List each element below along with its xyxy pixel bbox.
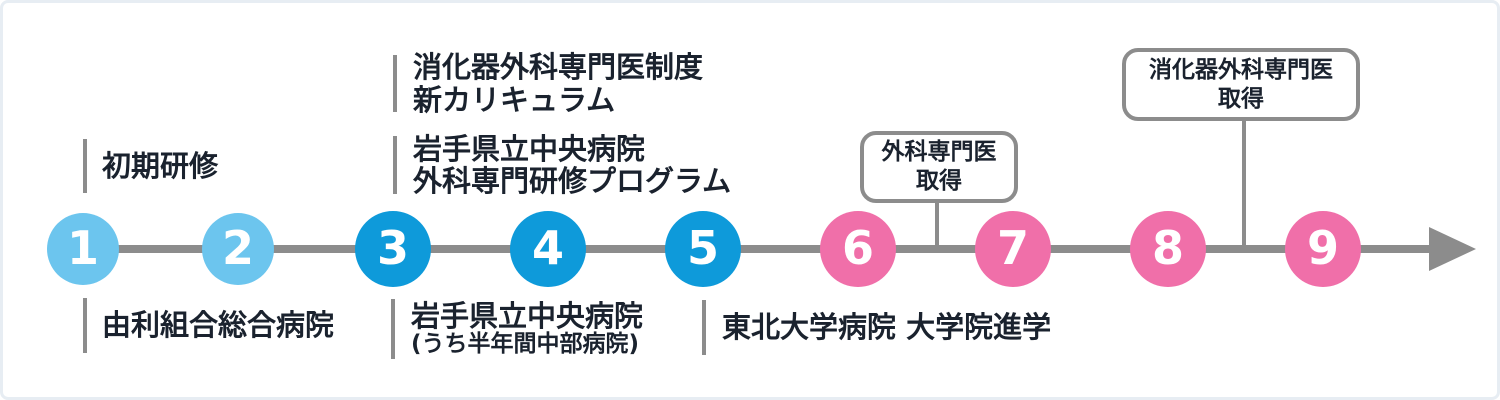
label-tohoku-university: 東北大学病院 大学院進学 <box>722 300 1051 355</box>
label-line: 岩手県立中央病院 <box>411 298 644 333</box>
timeline-node-7: 7 <box>975 211 1051 287</box>
label-line: 東北大学病院 大学院進学 <box>722 310 1052 345</box>
label-line: 外科専門研修プログラム <box>413 164 732 198</box>
label-line: 新カリキュラム <box>413 82 616 117</box>
callout-connector-surgery-specialist-acquired <box>935 201 939 249</box>
label-iwate-chubu-hospital: 岩手県立中央病院(うち半年間中部病院) <box>411 299 643 359</box>
timeline-node-9: 9 <box>1285 211 1361 287</box>
label-iwate-surgery-program: 岩手県立中央病院外科専門研修プログラム <box>413 131 732 198</box>
node-number: 7 <box>996 221 1029 275</box>
callout-connector-digestive-surgery-specialist-acquired <box>1242 119 1246 249</box>
label-line: 消化器外科専門医制度 <box>413 50 704 85</box>
timeline-node-4: 4 <box>510 211 586 287</box>
timeline-node-1: 1 <box>47 213 119 285</box>
node-number: 8 <box>1151 221 1184 275</box>
tick-digestive-specialty-system <box>393 55 397 112</box>
callout-line: 消化器外科専門医 <box>1149 56 1333 83</box>
tick-iwate-chubu-hospital <box>391 299 395 359</box>
timeline-node-2: 2 <box>202 213 274 285</box>
node-number: 6 <box>841 221 874 275</box>
label-line: 岩手県立中央病院 <box>413 131 646 166</box>
timeline-axis-line <box>65 245 1431 253</box>
tick-tohoku-university <box>702 300 706 355</box>
callout-line: 取得 <box>1218 85 1264 112</box>
tick-iwate-surgery-program <box>393 136 397 194</box>
label-yuri-hospital: 由利組合総合病院 <box>102 298 334 353</box>
node-number: 1 <box>66 221 99 275</box>
node-number: 9 <box>1306 221 1339 275</box>
node-number: 3 <box>376 221 409 275</box>
label-line: 由利組合総合病院 <box>102 308 335 343</box>
node-number: 2 <box>221 221 254 275</box>
callout-surgery-specialist-acquired: 外科専門医取得 <box>860 131 1018 203</box>
timeline-node-6: 6 <box>820 211 896 287</box>
tick-initial-training <box>83 139 87 193</box>
label-line: 初期研修 <box>102 148 219 183</box>
timeline-node-8: 8 <box>1130 211 1206 287</box>
callout-line: 取得 <box>916 168 962 194</box>
timeline-node-3: 3 <box>355 211 431 287</box>
callout-digestive-surgery-specialist-acquired: 消化器外科専門医取得 <box>1122 48 1360 121</box>
label-initial-training: 初期研修 <box>102 139 218 193</box>
timeline-arrow-icon <box>1429 227 1476 271</box>
node-number: 4 <box>531 221 564 275</box>
label-digestive-specialty-system: 消化器外科専門医制度新カリキュラム <box>413 51 703 116</box>
node-number: 5 <box>686 221 719 275</box>
tick-yuri-hospital <box>83 298 87 353</box>
label-line: (うち半年間中部病院) <box>411 331 640 358</box>
callout-line: 外科専門医 <box>881 139 997 166</box>
timeline-node-5: 5 <box>665 211 741 287</box>
